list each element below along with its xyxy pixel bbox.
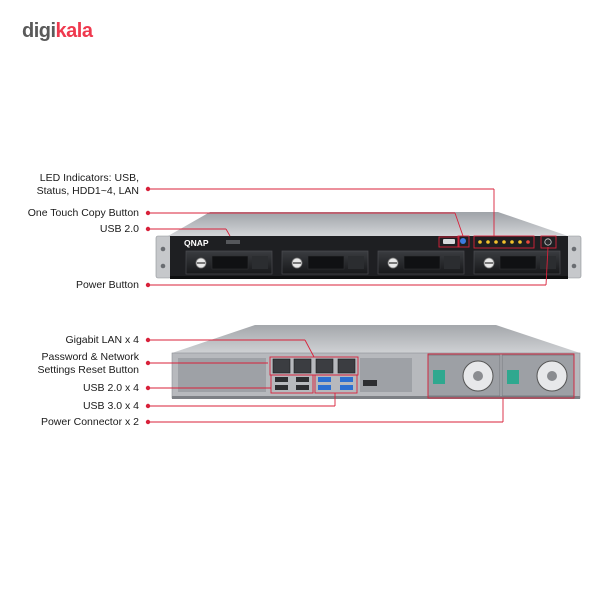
front-usb2-label: USB 2.0 <box>99 223 139 235</box>
power-button-label: Power Button <box>75 279 139 291</box>
logo-part-digi: digi <box>22 20 56 42</box>
usb3-port <box>318 377 331 382</box>
led-indicators-label: LED Indicators: USB, Status, HDD1~4, LAN <box>37 172 139 198</box>
usb3-port <box>318 385 331 390</box>
led-hdd2-icon <box>502 240 506 244</box>
rack-ear-left-hole <box>160 246 166 252</box>
usb2-front-callout <box>145 226 460 248</box>
front-callouts <box>145 186 557 288</box>
front-chassis-top <box>168 212 568 236</box>
usb2-port <box>296 377 309 382</box>
power-connector-callout <box>145 353 575 425</box>
power-button-callout <box>145 235 557 288</box>
front-panel-bottom-edge <box>170 276 568 279</box>
lan-port <box>293 358 312 374</box>
one-touch-copy-button-icon <box>460 238 466 244</box>
gigabit-lan-label: Gigabit LAN x 4 <box>65 334 139 346</box>
rear-usb3-ports <box>318 377 353 390</box>
vent-grid-left <box>178 358 266 392</box>
lan-ports <box>272 358 356 374</box>
led-callout <box>145 186 535 249</box>
logo-part-kala: kala <box>55 20 93 42</box>
model-badge <box>226 240 240 244</box>
usb2-port <box>296 385 309 390</box>
one-touch-copy-label: One Touch Copy Button <box>27 207 139 219</box>
rack-ear-right-hole <box>571 246 577 252</box>
lan-port <box>337 358 356 374</box>
usb2-port <box>275 385 288 390</box>
usb3-port <box>340 385 353 390</box>
power-connector-icon <box>433 370 445 384</box>
drive-bay <box>185 250 273 275</box>
led-hdd1-icon <box>494 240 498 244</box>
qnap-device-logo: QNAP <box>184 238 209 248</box>
drive-bay <box>473 250 561 275</box>
led-hdd3-icon <box>510 240 514 244</box>
front-unit: QNAP <box>155 212 582 279</box>
led-hdd4-icon <box>518 240 522 244</box>
rear-usb2-label: USB 2.0 x 4 <box>82 382 139 394</box>
vent-grid-right <box>360 358 412 392</box>
reset-button-label-line1: Password & Network <box>41 351 139 363</box>
rear-chassis-top <box>172 325 580 353</box>
lan-port <box>315 358 334 374</box>
drive-bay <box>377 250 465 275</box>
usb3-rear-callout <box>145 374 358 409</box>
usb3-port <box>340 377 353 382</box>
psu-2 <box>501 354 575 397</box>
reset-button-callout <box>145 360 268 366</box>
rear-unit <box>171 325 581 399</box>
reset-button-label: Password & Network Settings Reset Button <box>37 351 139 377</box>
led-indicators-label-line2: Status, HDD1~4, LAN <box>36 185 139 197</box>
psu-1 <box>427 354 501 397</box>
copy-button-callout <box>145 210 470 248</box>
led-indicators <box>478 240 530 244</box>
power-button-icon <box>544 238 552 246</box>
led-lan-icon <box>526 240 530 244</box>
power-connector-label: Power Connector x 2 <box>40 416 139 428</box>
rear-callouts <box>145 337 575 425</box>
lan-port <box>272 358 291 374</box>
led-indicators-label-line1: LED Indicators: USB, <box>39 172 139 184</box>
hdmi-port <box>363 380 377 386</box>
rear-usb2-ports <box>275 377 309 390</box>
led-usb-icon <box>478 240 482 244</box>
rack-ear-right-hole <box>571 263 577 269</box>
rear-panel-bottom-edge <box>172 396 580 399</box>
digikala-logo: digikala <box>22 20 93 43</box>
lan-callout <box>145 337 359 376</box>
led-status-icon <box>486 240 490 244</box>
rear-usb3-label: USB 3.0 x 4 <box>82 400 139 412</box>
front-usb2-port <box>443 239 455 244</box>
power-connector-icon <box>507 370 519 384</box>
reset-button-label-line2: Settings Reset Button <box>37 364 139 376</box>
drive-bay <box>281 250 369 275</box>
usb2-port <box>275 377 288 382</box>
rack-ear-right <box>566 235 582 279</box>
usb2-rear-callout <box>145 374 314 394</box>
rack-ear-left <box>155 235 172 279</box>
rack-ear-left-hole <box>160 263 166 269</box>
